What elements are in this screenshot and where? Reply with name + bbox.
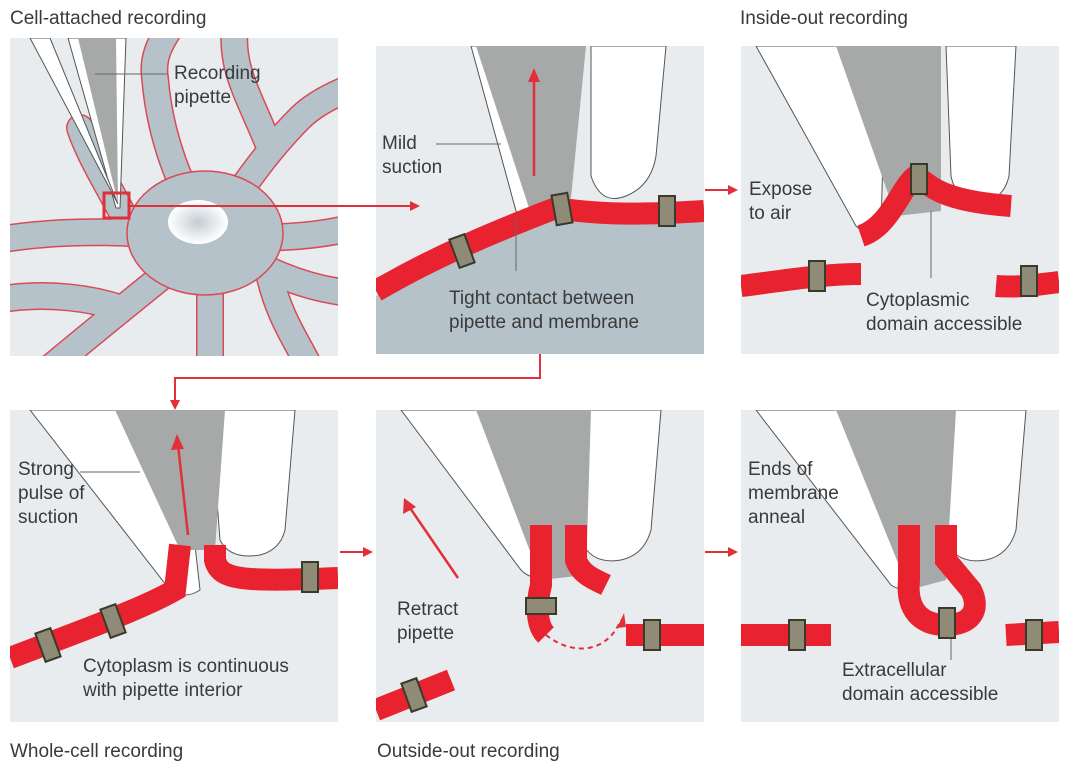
outside-out-title: Outside-out recording [377, 741, 560, 763]
cell-attached-title: Cell-attached recording [10, 8, 206, 30]
nucleus [168, 200, 228, 244]
inside-out-title: Inside-out recording [740, 8, 908, 30]
whole-cell-title: Whole-cell recording [10, 741, 183, 763]
outside-out-panel [376, 410, 704, 722]
